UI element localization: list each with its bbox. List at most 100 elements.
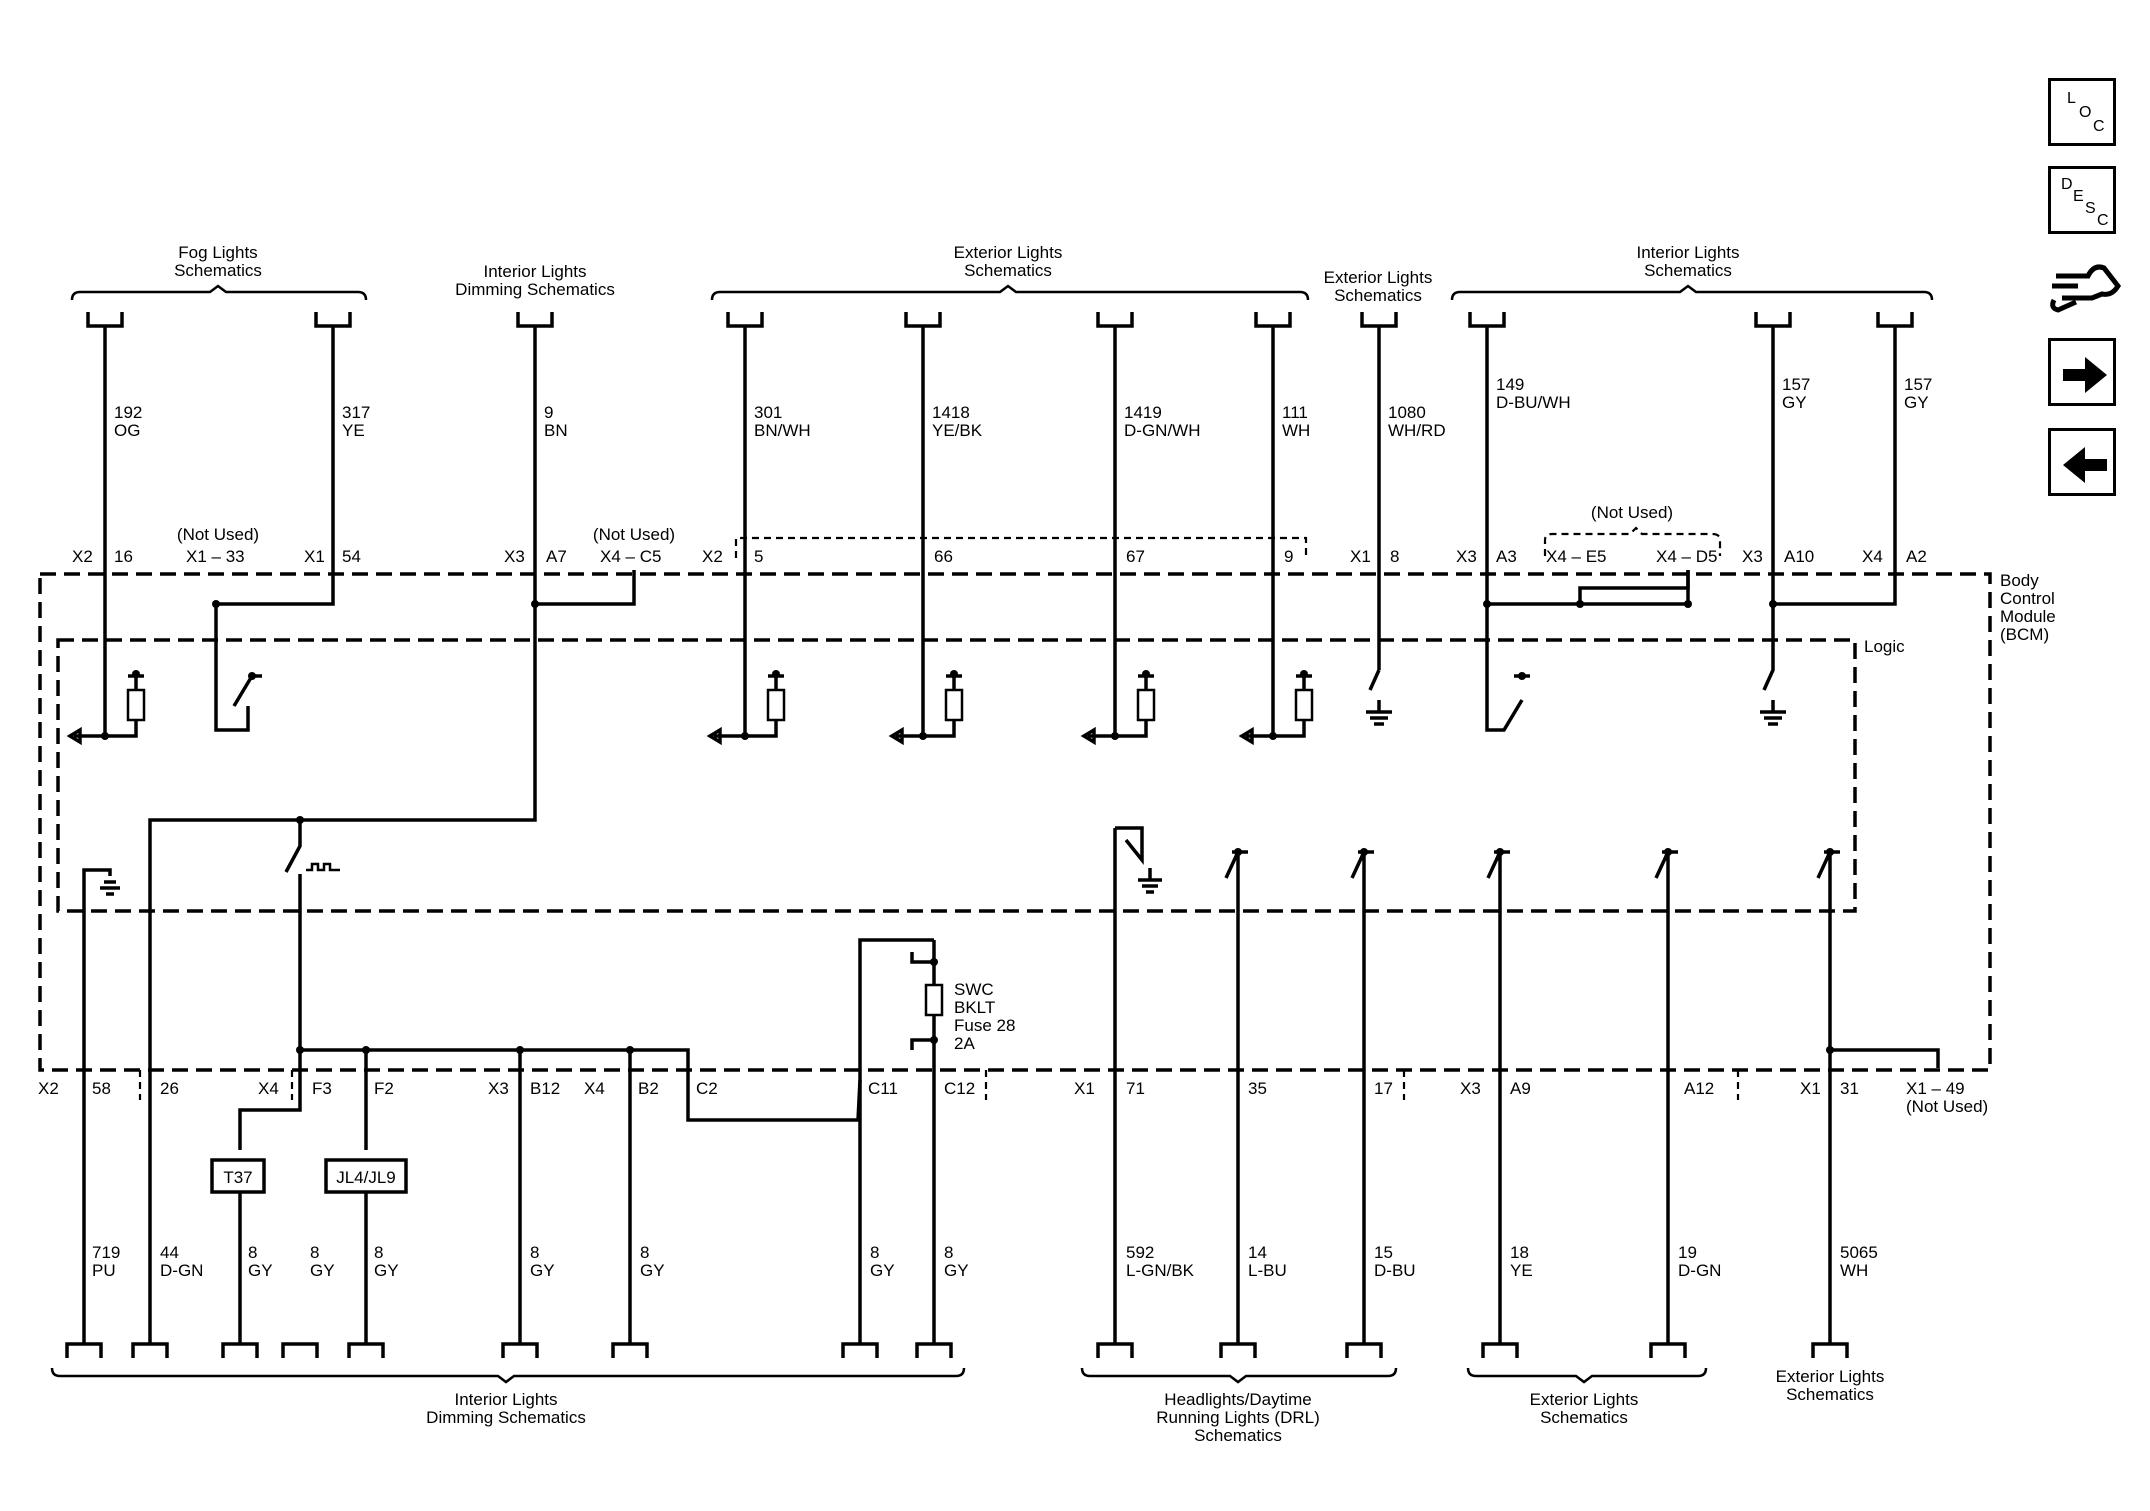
loc-button[interactable]: L O C xyxy=(2048,78,2116,146)
pin-b-c11: C11 xyxy=(868,1079,898,1098)
pin-a10: A10 xyxy=(1784,547,1814,566)
wire-ckt-1418: 1418 xyxy=(932,403,970,422)
pin-b-x1: X1 xyxy=(1074,1079,1095,1098)
next-button[interactable] xyxy=(2048,338,2116,406)
junction-dots-logic xyxy=(101,732,1277,740)
top-wires xyxy=(103,326,1897,736)
wire-color-d-bu: D-BU xyxy=(1374,1261,1416,1280)
bottom-wire-labels: 719 PU 44 D-GN 8 GY 8 GY 8 GY 8 GY 8 GY … xyxy=(92,1243,1878,1280)
wire-ckt-8-g: 8 xyxy=(944,1243,953,1262)
pin-b-c2: C2 xyxy=(696,1079,718,1098)
wire-ckt-19: 19 xyxy=(1678,1243,1697,1262)
top-pin-labels: (Not Used) (Not Used) (Not Used) X2 16 X… xyxy=(72,503,1927,566)
pin-x4-d5: X4 – D5 xyxy=(1656,547,1717,566)
pin-b-26: 26 xyxy=(160,1079,179,1098)
logic-label: Logic xyxy=(1864,637,1905,656)
pin-x1-b: X1 xyxy=(1350,547,1371,566)
bottom-pin-labels: X2 58 26 X4 F3 F2 X3 B12 X4 B2 C2 C11 C1… xyxy=(38,1079,1988,1116)
wire-color-d-gn-b: D-GN xyxy=(1678,1261,1721,1280)
wire-ckt-14: 14 xyxy=(1248,1243,1267,1262)
pin-8: 8 xyxy=(1390,547,1399,566)
pin-16: 16 xyxy=(114,547,133,566)
pin-x3-b: X3 xyxy=(1456,547,1477,566)
svg-text:C: C xyxy=(2093,118,2105,135)
bottom-group-brackets xyxy=(50,1367,1708,1384)
loc-icon: L O C xyxy=(2067,90,2105,135)
bcm-module-boxes xyxy=(38,526,1992,1100)
wire-color-ye-bk: YE/BK xyxy=(932,421,983,440)
back-button[interactable] xyxy=(2048,428,2116,496)
wire-color-d-bu-wh: D-BU/WH xyxy=(1496,393,1571,412)
pin-b-f2: F2 xyxy=(374,1079,394,1098)
logic-input-circuits xyxy=(66,604,1786,746)
pin-67: 67 xyxy=(1126,547,1145,566)
pin-x4-e5: X4 – E5 xyxy=(1546,547,1607,566)
not-used-label-1: (Not Used) xyxy=(177,525,259,544)
wire-ckt-317: 317 xyxy=(342,403,370,422)
pin-b-58: 58 xyxy=(92,1079,111,1098)
wire-ckt-15: 15 xyxy=(1374,1243,1393,1262)
repair-button[interactable] xyxy=(2048,246,2124,322)
svg-text:C: C xyxy=(2097,212,2109,229)
pin-x2-b: X2 xyxy=(702,547,723,566)
wire-color-ye: YE xyxy=(342,421,365,440)
pin-b-f3: F3 xyxy=(312,1079,332,1098)
pin-b-35: 35 xyxy=(1248,1079,1267,1098)
pin-b-x4: X4 xyxy=(258,1079,279,1098)
wire-color-l-bu: L-BU xyxy=(1248,1261,1287,1280)
pin-a3: A3 xyxy=(1496,547,1517,566)
wire-color-wh-rd: WH/RD xyxy=(1388,421,1446,440)
pin-x4-c5: X4 – C5 xyxy=(600,547,661,566)
wire-color-gy-i: GY xyxy=(944,1261,969,1280)
svg-text:E: E xyxy=(2073,188,2084,205)
wire-color-gy-e: GY xyxy=(374,1261,399,1280)
wire-ckt-1419: 1419 xyxy=(1124,403,1162,422)
dimming-bus xyxy=(238,938,1940,1344)
wire-ckt-111: 111 xyxy=(1282,403,1308,422)
wire-ckt-8-b: 8 xyxy=(310,1243,319,1262)
logic-output-circuits xyxy=(82,604,1840,1344)
pin-b-x2: X2 xyxy=(38,1079,59,1098)
wire-ckt-44: 44 xyxy=(160,1243,179,1262)
svg-text:S: S xyxy=(2085,200,2096,217)
not-used-label-3: (Not Used) xyxy=(1591,503,1673,522)
pin-b-c12: C12 xyxy=(944,1079,975,1098)
wire-color-gy-f: GY xyxy=(530,1261,555,1280)
wire-ckt-592: 592 xyxy=(1126,1243,1154,1262)
arrow-right-icon xyxy=(2063,357,2107,393)
wire-ckt-8-f: 8 xyxy=(870,1243,879,1262)
pin-x1: X1 xyxy=(304,547,325,566)
pin-b-x1-b: X1 xyxy=(1800,1079,1821,1098)
wire-color-bn: BN xyxy=(544,421,568,440)
pin-x4-b: X4 xyxy=(1862,547,1883,566)
desc-button[interactable]: D E S C xyxy=(2048,166,2116,234)
wire-ckt-192: 192 xyxy=(114,403,142,422)
pin-b-b12: B12 xyxy=(530,1079,560,1098)
wire-ckt-157-a: 157 xyxy=(1782,375,1810,394)
wire-ckt-149: 149 xyxy=(1496,375,1524,394)
pin-a7: A7 xyxy=(546,547,567,566)
wire-color-wh-b: WH xyxy=(1840,1261,1868,1280)
pin-b-a9: A9 xyxy=(1510,1079,1531,1098)
pin-54: 54 xyxy=(342,547,361,566)
top-group-brackets xyxy=(70,284,1934,301)
wire-ckt-5065: 5065 xyxy=(1840,1243,1878,1262)
not-used-tie xyxy=(1578,570,1690,604)
wire-color-gy-c: GY xyxy=(248,1261,273,1280)
pin-b-71: 71 xyxy=(1126,1079,1145,1098)
wire-color-l-gn-bk: L-GN/BK xyxy=(1126,1261,1195,1280)
wire-ckt-9: 9 xyxy=(544,403,553,422)
top-wire-labels: 192 OG 317 YE 9 BN 301 BN/WH 1418 YE/BK … xyxy=(114,375,1932,440)
bottom-connectors xyxy=(65,1342,1849,1358)
pin-66: 66 xyxy=(934,547,953,566)
